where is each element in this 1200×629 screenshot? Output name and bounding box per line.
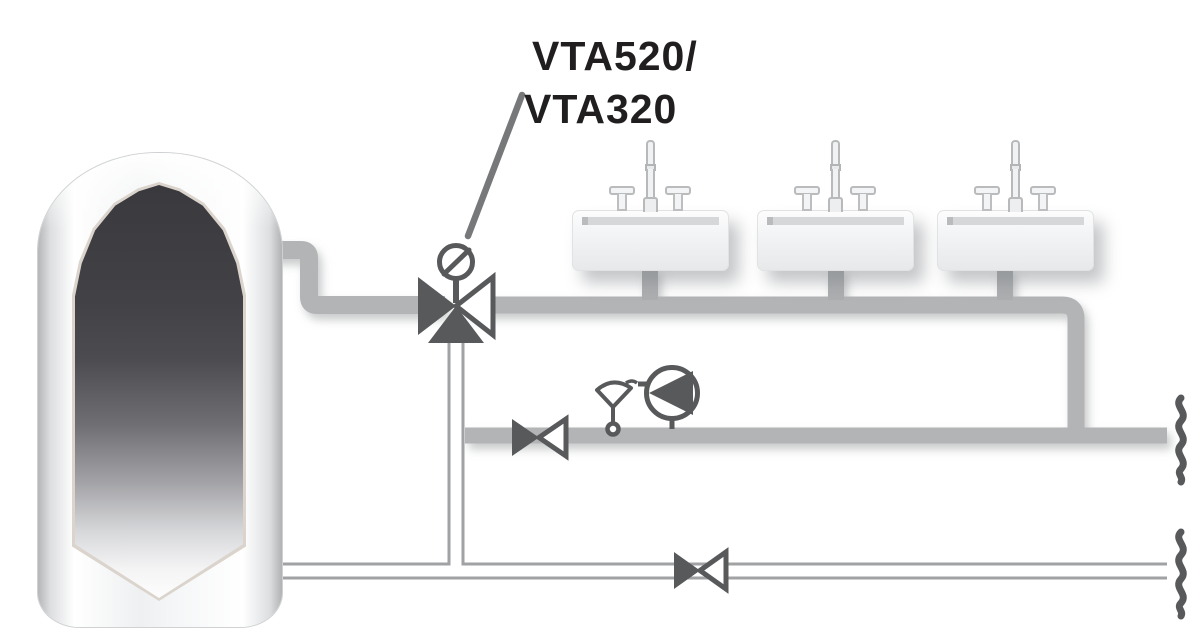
- temperature-sensor-icon: [595, 379, 648, 437]
- tap-handle-icon: [609, 186, 635, 211]
- pipe-break-icon: [1179, 532, 1184, 616]
- label-line1: VTA520/: [532, 33, 698, 79]
- label-line2: VTA320: [524, 86, 678, 132]
- thermostatic-mixing-valve-icon: [418, 243, 496, 343]
- basin-rim-stripe: [767, 217, 904, 225]
- faucet-icon: [1007, 140, 1024, 212]
- tap-handle-icon: [850, 186, 876, 211]
- circulation-shutoff-valve-icon: [512, 414, 569, 461]
- basin-rim-stripe: [947, 217, 1084, 225]
- pipe-break-icon: [1179, 398, 1184, 482]
- hot-water-pipe: [252, 241, 445, 314]
- tap-handle-icon: [794, 186, 820, 211]
- wash-basin-1: [572, 140, 729, 272]
- cold-water-pipes: [260, 338, 1167, 580]
- faucet-icon: [827, 140, 844, 212]
- product-label: VTA520/ VTA320: [524, 30, 698, 136]
- leader-line: [464, 91, 526, 240]
- cold-supply-shutoff-valve-icon: [674, 547, 729, 594]
- storage-tank: [38, 153, 282, 627]
- faucet-icon: [642, 140, 659, 212]
- tank-cutaway-interior: [75, 185, 243, 598]
- actuator-knob-icon: [437, 243, 475, 281]
- tap-handle-icon: [974, 186, 1000, 211]
- tap-handle-icon: [1030, 186, 1056, 211]
- basin-rim-stripe: [582, 217, 719, 225]
- mixed-water-pipe: [466, 296, 1085, 438]
- circulation-pump-icon: [644, 365, 700, 429]
- wash-basin-3: [937, 140, 1094, 272]
- tap-handle-icon: [665, 186, 691, 211]
- wash-basin-2: [757, 140, 914, 272]
